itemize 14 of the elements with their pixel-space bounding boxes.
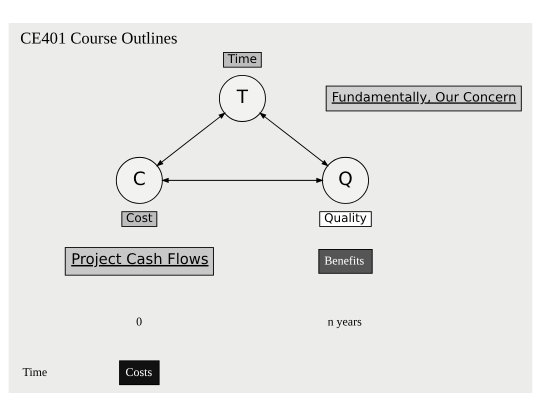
label: Benefits bbox=[324, 254, 364, 268]
diagram-title: CE401 Course Outlines bbox=[20, 28, 178, 48]
label: Fundamentally, Our Concern bbox=[332, 90, 516, 106]
label: n years bbox=[328, 314, 362, 328]
node-label: Time bbox=[228, 52, 258, 66]
label: Time bbox=[22, 364, 48, 379]
node-label: Cost bbox=[126, 211, 153, 226]
node-label: Quality bbox=[324, 211, 367, 226]
arrow bbox=[161, 178, 324, 183]
label: Project Cash Flows bbox=[71, 250, 209, 268]
label: Costs bbox=[126, 364, 152, 379]
arrow bbox=[156, 112, 226, 166]
arrow bbox=[259, 112, 329, 166]
label: 0 bbox=[136, 314, 142, 328]
